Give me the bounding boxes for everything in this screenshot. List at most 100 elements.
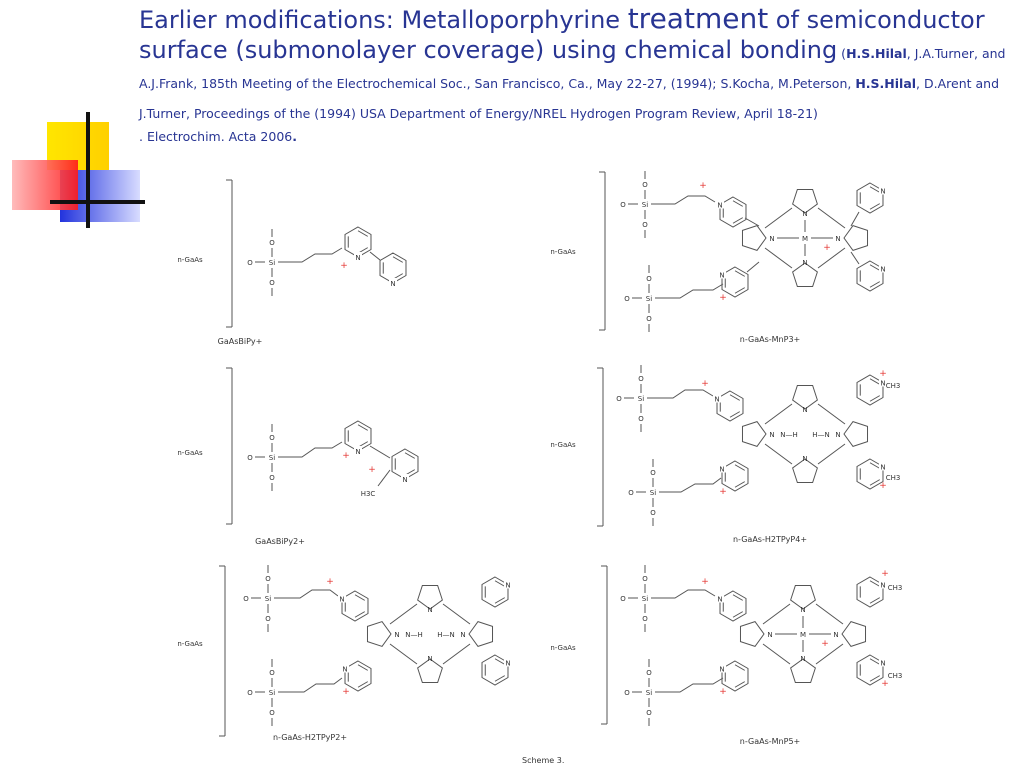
nitrogen-label: N <box>427 606 432 614</box>
oxygen-label: O <box>646 709 652 717</box>
double-bond <box>392 256 403 263</box>
pyrrole-ring <box>417 584 443 610</box>
silicon-label: Si <box>646 689 652 697</box>
pyrrole-ring <box>790 658 816 684</box>
nitrogen-label: N <box>460 631 465 639</box>
scheme-label: Scheme 3. <box>522 756 564 765</box>
title-part1: Earlier modifications: Metalloporphyrine <box>139 6 628 34</box>
metal-center: M <box>802 235 808 243</box>
atom-bg <box>878 185 887 195</box>
charge-plus: + <box>879 369 887 379</box>
silicon-label: Si <box>269 259 275 267</box>
charge-plus: + <box>719 293 727 303</box>
meso-bond <box>817 247 846 269</box>
biaryl-bond <box>369 251 381 261</box>
double-bond <box>869 479 880 486</box>
author-highlight-1: H.S.Hilal <box>846 46 907 61</box>
oxygen-label: O <box>620 595 626 603</box>
metal-center: M <box>800 631 806 639</box>
double-bond <box>734 481 745 488</box>
atom-bg <box>878 461 887 471</box>
propyl-chain <box>655 677 724 693</box>
nh-label: N—H <box>780 431 798 439</box>
propyl-chain <box>278 441 343 458</box>
oxygen-label: O <box>269 709 275 717</box>
charge-plus: + <box>701 577 709 587</box>
nitrogen-label: N <box>802 259 807 267</box>
meso-bond <box>817 207 846 229</box>
double-bond <box>734 287 745 294</box>
double-bond <box>729 394 740 401</box>
oxygen-label: O <box>247 454 253 462</box>
scheme-label-wrap: Scheme 3. <box>522 756 564 765</box>
nitrogen-label: N <box>769 235 774 243</box>
atom-bg <box>718 269 727 279</box>
structure-caption: n-GaAs-MnP5+ <box>740 737 800 746</box>
oxygen-label: O <box>650 469 656 477</box>
double-bond <box>734 464 745 471</box>
nitrogen-label: N <box>835 431 840 439</box>
atom-bg <box>503 657 512 667</box>
propyl-chain <box>651 589 716 599</box>
oxygen-label: O <box>269 279 275 287</box>
atom-bg <box>878 263 887 273</box>
double-bond <box>869 658 880 665</box>
surface-label: n-GaAs <box>550 441 576 449</box>
pyrrole-ring <box>468 621 494 647</box>
double-bond <box>869 281 880 288</box>
double-bond <box>732 200 743 207</box>
nitrogen-label: N <box>802 210 807 218</box>
double-bond <box>494 675 505 682</box>
nitrogen-label: N <box>355 254 360 262</box>
ref-open: ( <box>837 46 847 61</box>
double-bond <box>357 664 368 671</box>
oxygen-label: O <box>269 434 275 442</box>
meso-bond <box>764 403 793 425</box>
pyrrole-ring <box>841 621 867 647</box>
double-bond <box>869 675 880 682</box>
oxygen-label: O <box>638 375 644 383</box>
double-bond <box>869 186 880 193</box>
oxygen-label: O <box>265 615 271 623</box>
atom-bg <box>878 657 887 667</box>
double-bond <box>494 597 505 604</box>
nitrogen-label: N <box>355 448 360 456</box>
surface-label: n-GaAs <box>177 449 203 457</box>
atom-bg <box>389 278 397 287</box>
methyl-label: CH3 <box>888 584 903 592</box>
pyrrole-ring <box>366 621 392 647</box>
nitrogen-label: N <box>339 596 344 604</box>
propyl-chain <box>659 477 722 493</box>
double-bond <box>732 217 743 224</box>
oxygen-label: O <box>247 259 253 267</box>
oxygen-label: O <box>243 595 249 603</box>
double-bond <box>494 658 505 665</box>
nitrogen-label: N <box>427 655 432 663</box>
nitrogen-label: N <box>505 582 510 590</box>
pyrrole-ring <box>790 584 816 610</box>
nitrogen-label: N <box>880 660 885 668</box>
atom-bg <box>716 199 725 209</box>
atom-bg <box>354 252 362 261</box>
structure-caption: n-GaAs-MnP3+ <box>740 335 800 344</box>
oxygen-label: O <box>269 474 275 482</box>
surface-label: n-GaAs <box>550 248 576 256</box>
charge-plus: + <box>342 451 350 461</box>
charge-plus: + <box>701 379 709 389</box>
double-bond <box>869 462 880 469</box>
methyl-label: CH3 <box>888 672 903 680</box>
double-bond <box>869 203 880 210</box>
atom-bg <box>713 393 722 403</box>
oxygen-label: O <box>642 615 648 623</box>
structure-caption: n-GaAs-H2TPyP4+ <box>733 535 807 544</box>
double-bond <box>869 264 880 271</box>
silicon-label: Si <box>642 595 648 603</box>
double-bond <box>869 580 880 587</box>
double-bond <box>734 681 745 688</box>
silicon-label: Si <box>646 295 652 303</box>
silicon-label: Si <box>642 201 648 209</box>
atom-bg <box>338 593 347 603</box>
